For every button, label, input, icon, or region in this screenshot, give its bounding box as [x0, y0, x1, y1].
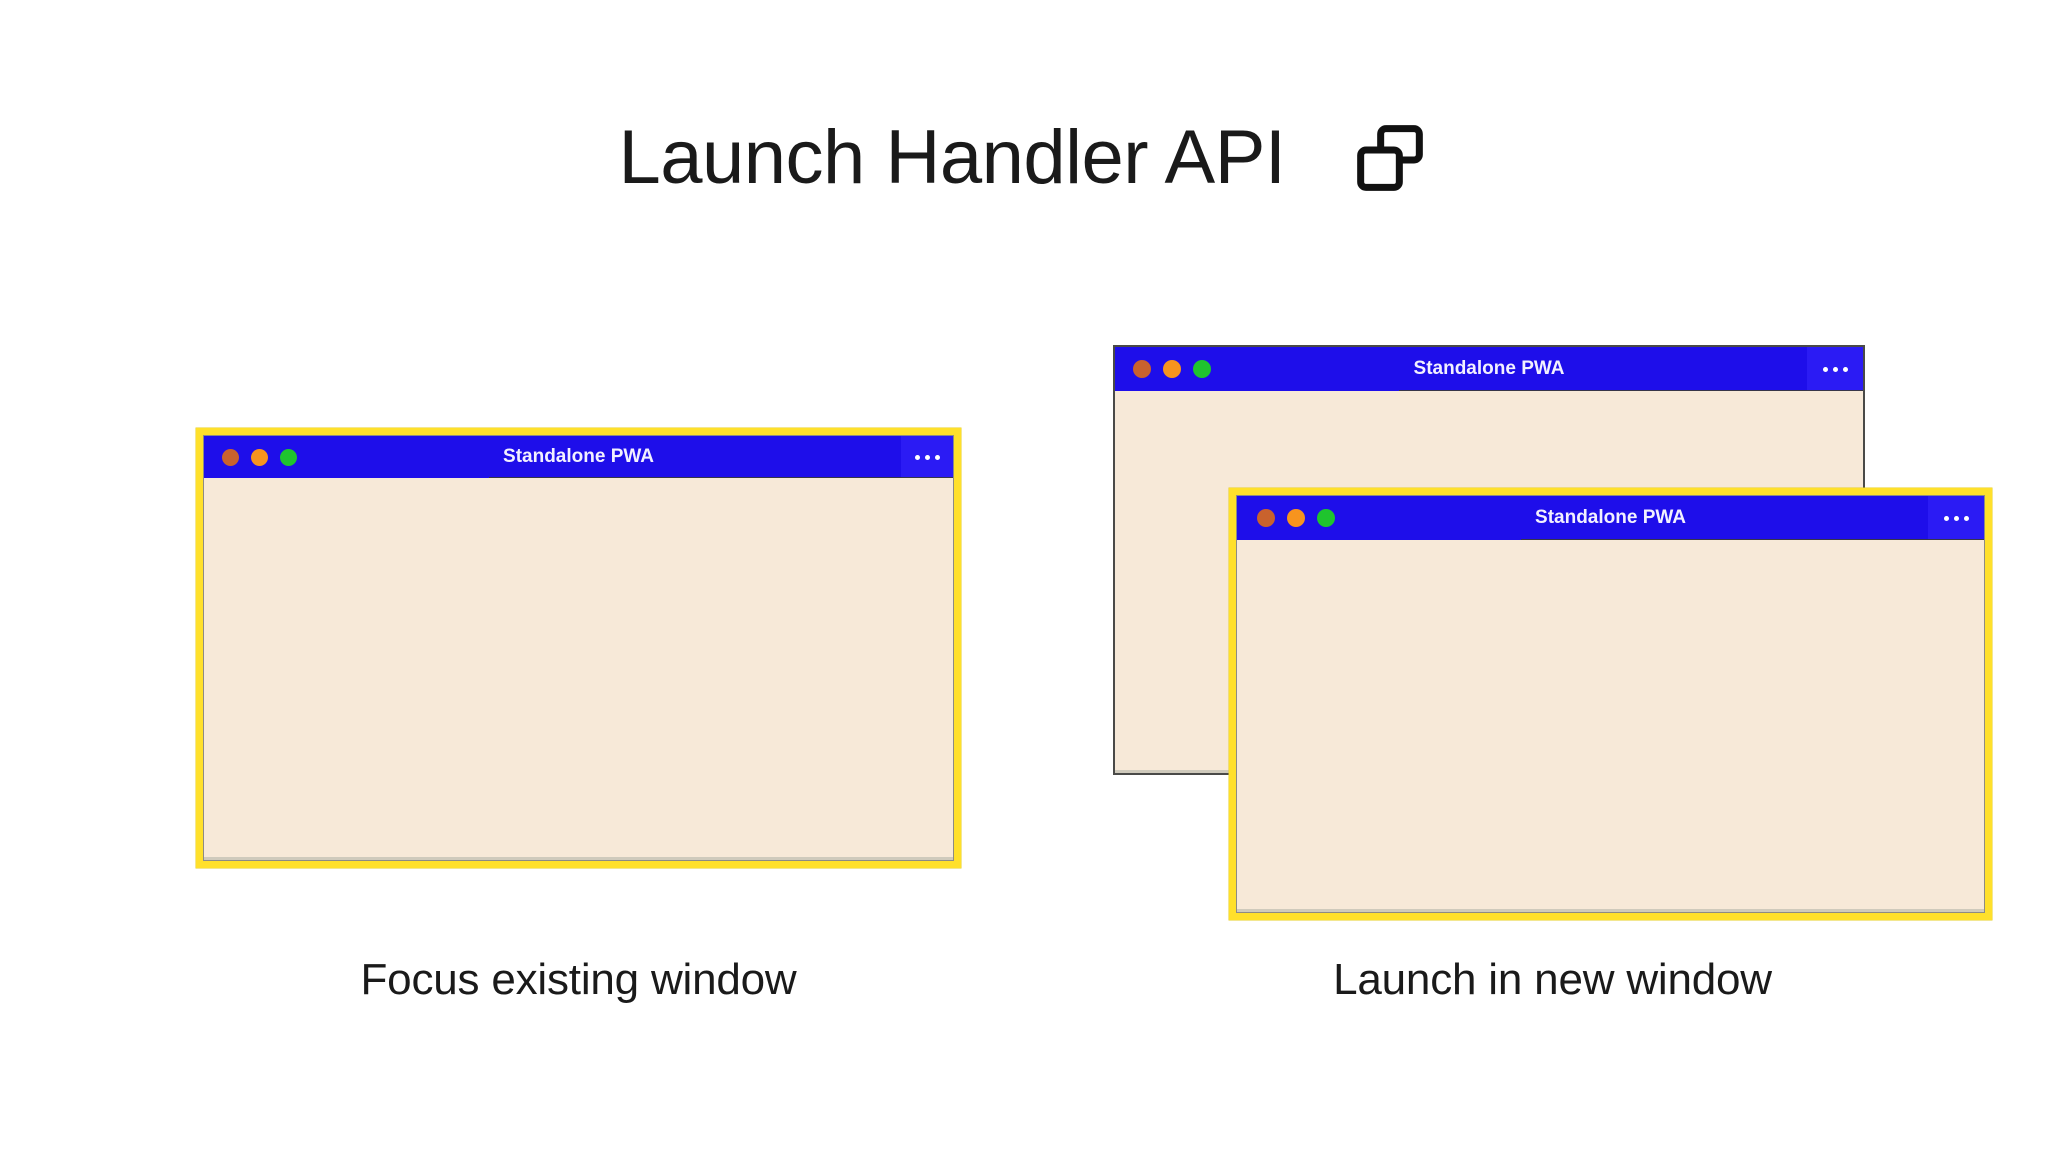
- overflow-menu-button[interactable]: [901, 436, 953, 478]
- window-frame: Standalone PWA: [203, 435, 954, 861]
- window-title: Standalone PWA: [1413, 358, 1565, 379]
- windows-overlap-icon: [1356, 125, 1423, 191]
- traffic-lights: [1257, 509, 1335, 527]
- overflow-menu-icon: [914, 454, 940, 460]
- overflow-menu-icon: [1822, 366, 1848, 372]
- minimize-dot[interactable]: [1163, 360, 1181, 378]
- maximize-dot[interactable]: [1317, 509, 1335, 527]
- close-dot[interactable]: [222, 448, 239, 466]
- window-titlebar[interactable]: Standalone PWA: [1115, 347, 1863, 393]
- minimize-dot[interactable]: [1287, 509, 1305, 527]
- caption-focus-existing: Focus existing window: [360, 955, 797, 1004]
- traffic-lights: [1133, 360, 1211, 378]
- window-title: Standalone PWA: [1535, 507, 1686, 528]
- close-dot[interactable]: [1257, 509, 1275, 527]
- page-title: Launch Handler API: [618, 115, 1286, 200]
- pwa-window-focus-existing[interactable]: Standalone PWA: [196, 428, 961, 868]
- window-titlebar[interactable]: Standalone PWA: [1237, 496, 1984, 542]
- window-title: Standalone PWA: [503, 446, 654, 467]
- pwa-window-launch-new[interactable]: Standalone PWA: [1229, 488, 1992, 920]
- overflow-menu-button[interactable]: [1807, 347, 1863, 391]
- window-content-area: [1237, 540, 1984, 912]
- traffic-lights: [222, 448, 297, 466]
- window-titlebar[interactable]: Standalone PWA: [204, 436, 953, 480]
- page-header: Launch Handler API: [0, 118, 2048, 198]
- caption-launch-new: Launch in new window: [1333, 955, 1772, 1004]
- close-dot[interactable]: [1133, 360, 1151, 378]
- window-content-area: [204, 478, 953, 860]
- overflow-menu-button[interactable]: [1928, 496, 1984, 540]
- overflow-menu-icon: [1943, 515, 1969, 521]
- maximize-dot[interactable]: [280, 448, 297, 466]
- maximize-dot[interactable]: [1193, 360, 1211, 378]
- window-frame: Standalone PWA: [1236, 495, 1985, 913]
- minimize-dot[interactable]: [251, 448, 268, 466]
